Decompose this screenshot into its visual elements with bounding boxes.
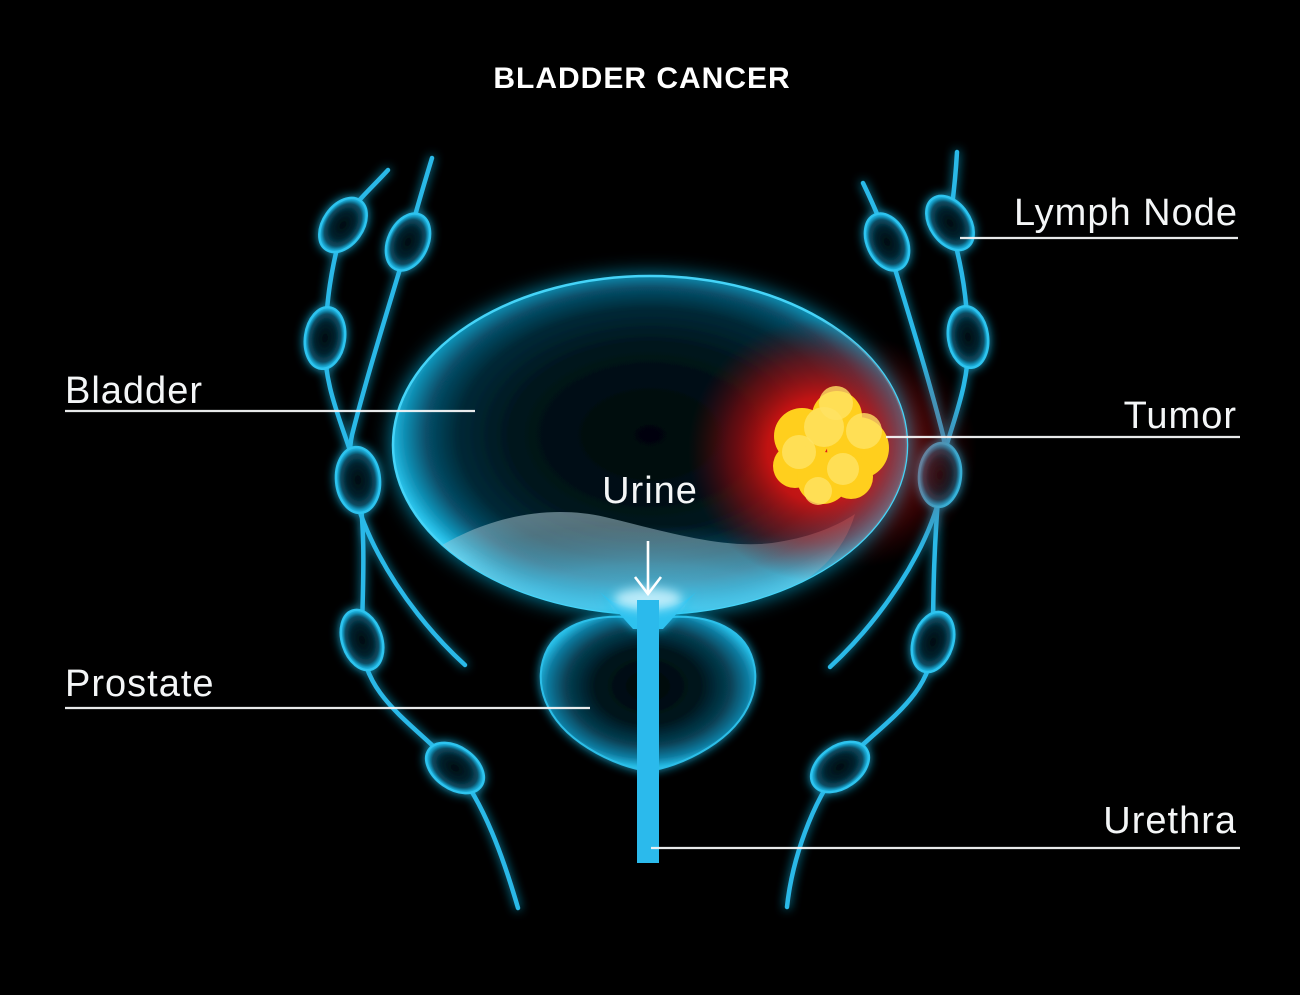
lymph-node-beads xyxy=(303,194,990,795)
label-lymph-node: Lymph Node xyxy=(1014,192,1238,234)
label-prostate: Prostate xyxy=(65,663,215,705)
lymph-node-bead xyxy=(334,445,382,515)
urine-fill xyxy=(420,512,855,614)
lymph-node-bead xyxy=(339,608,385,672)
lymph-node-bead xyxy=(925,194,975,252)
lymph-node-bead xyxy=(863,212,911,272)
tumor-cluster xyxy=(773,386,889,505)
label-urine: Urine xyxy=(602,470,698,512)
lymph-node-bead xyxy=(424,741,486,795)
tumor-cell-highlight xyxy=(804,407,844,447)
urine-flow-arrow-icon xyxy=(633,541,663,597)
annotations: Lymph Node Bladder Tumor Urine Prostate … xyxy=(65,192,1240,850)
lymph-node-bead xyxy=(318,196,368,254)
neck-highlight xyxy=(614,588,682,610)
tumor-cell-highlight xyxy=(804,477,832,505)
lymph-node-bead xyxy=(384,212,432,272)
label-urethra: Urethra xyxy=(1103,800,1237,842)
tumor-cell-highlight xyxy=(827,453,859,485)
tumor-cell-highlight xyxy=(846,413,882,449)
page-title: BLADDER CANCER xyxy=(493,62,790,95)
lymph-node-bead xyxy=(910,610,956,674)
lymph-node-bead xyxy=(303,305,347,371)
label-tumor: Tumor xyxy=(1124,395,1237,437)
lymph-node-bead xyxy=(809,740,871,794)
lymph-node-bead xyxy=(946,304,990,370)
urethra-tube xyxy=(637,600,659,863)
label-bladder: Bladder xyxy=(65,370,203,412)
tumor-cell-highlight xyxy=(782,435,816,469)
